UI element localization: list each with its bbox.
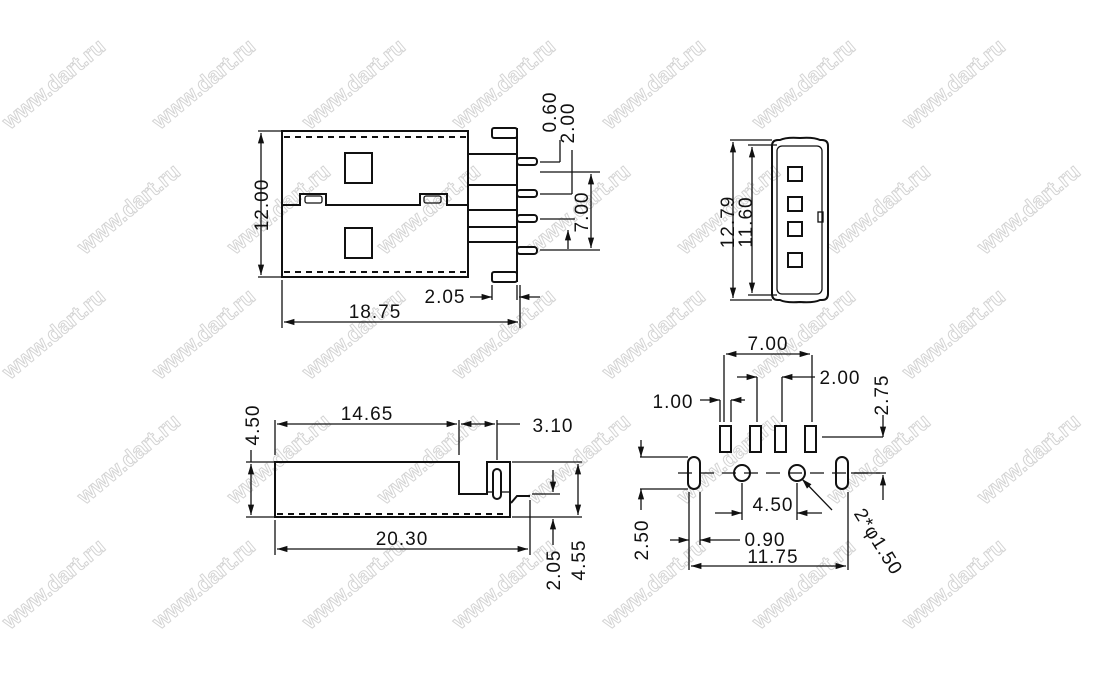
watermark-text: www.dart.ru xyxy=(596,33,710,134)
contact xyxy=(787,252,803,268)
watermark-text: www.dart.ru xyxy=(821,158,935,259)
dim-side-height: 4.50 xyxy=(243,405,264,446)
dim-pin-span: 7.00 xyxy=(572,192,593,233)
watermark-text: www.dart.ru xyxy=(971,158,1085,259)
dim-pin-pitch: 2.00 xyxy=(558,103,579,144)
pad xyxy=(719,425,732,453)
watermark-text: www.dart.ru xyxy=(746,33,860,134)
watermark-text: www.dart.ru xyxy=(0,533,110,634)
watermark-text: www.dart.ru xyxy=(71,408,185,509)
watermark-text: www.dart.ru xyxy=(221,158,335,259)
pin xyxy=(516,214,538,223)
shell-tab xyxy=(491,127,518,139)
watermark-text: www.dart.ru xyxy=(296,283,410,384)
dim-hole-spacing: 4.50 xyxy=(753,495,794,516)
dim-slot-offset: 2.50 xyxy=(632,520,653,561)
watermark-text: www.dart.ru xyxy=(0,283,110,384)
watermark-text: www.dart.ru xyxy=(296,33,410,134)
contact xyxy=(787,196,803,212)
dim-total-length: 20.30 xyxy=(376,529,429,550)
dim-body-length: 14.65 xyxy=(341,404,394,425)
watermark-text: www.dart.ru xyxy=(596,283,710,384)
watermark-text: www.dart.ru xyxy=(0,33,110,134)
dim-slot-span: 11.75 xyxy=(747,547,798,568)
dim-hole-note: 2*φ1.50 xyxy=(849,505,906,579)
watermark-text: www.dart.ru xyxy=(971,408,1085,509)
dim-tab-length: 3.10 xyxy=(533,416,574,437)
pin xyxy=(516,189,538,198)
dim-total-height: 4.55 xyxy=(569,540,590,581)
pin xyxy=(516,246,538,255)
contact xyxy=(787,166,803,182)
dim-pad-offset: 2.75 xyxy=(872,375,893,416)
pcb-footprint: 7.00 2.00 1.00 2.75 4.50 0.90 11.75 2.50… xyxy=(632,334,906,579)
dim-pad-width: 1.00 xyxy=(653,392,694,413)
latch-window xyxy=(344,227,373,259)
watermark-text: www.dart.ru xyxy=(596,533,710,634)
contact xyxy=(787,221,803,237)
pin xyxy=(516,157,538,166)
dim-pad-span: 7.00 xyxy=(748,334,789,355)
top-view: 12.00 18.75 2.05 0.60 2.00 7.00 xyxy=(252,92,600,328)
dim-pin-offset: 2.05 xyxy=(425,287,466,308)
side-view: 4.50 14.65 3.10 20.30 2.05 4.55 xyxy=(243,404,590,590)
shell-tab xyxy=(491,271,518,283)
pad xyxy=(749,425,762,453)
shell-outline xyxy=(771,136,829,304)
shell-tab xyxy=(492,468,502,500)
pad xyxy=(774,425,787,453)
lead xyxy=(510,495,530,504)
latch-window xyxy=(344,152,373,184)
shell-seam xyxy=(282,193,468,206)
dim-pin-width: 0.60 xyxy=(540,92,561,133)
watermark-text: www.dart.ru xyxy=(146,283,260,384)
watermark-text: www.dart.ru xyxy=(146,33,260,134)
dim-inner-height: 11.60 xyxy=(736,196,757,247)
dim-top-length: 18.75 xyxy=(349,302,402,323)
watermark-text: www.dart.ru xyxy=(896,283,1010,384)
dim-slot-width: 0.90 xyxy=(745,530,786,551)
watermark-text: www.dart.ru xyxy=(71,158,185,259)
watermark-text: www.dart.ru xyxy=(146,533,260,634)
dim-outer-height: 12.79 xyxy=(718,196,739,249)
dim-lead-height: 2.05 xyxy=(544,550,565,591)
pad xyxy=(804,425,817,453)
contact-lines xyxy=(468,128,518,282)
end-view: 12.79 11.60 xyxy=(718,136,829,304)
watermark-text: www.dart.ru xyxy=(896,33,1010,134)
dim-pad-pitch: 2.00 xyxy=(820,368,861,389)
dim-top-height: 12.00 xyxy=(252,179,273,232)
watermark-text: www.dart.ru xyxy=(896,533,1010,634)
